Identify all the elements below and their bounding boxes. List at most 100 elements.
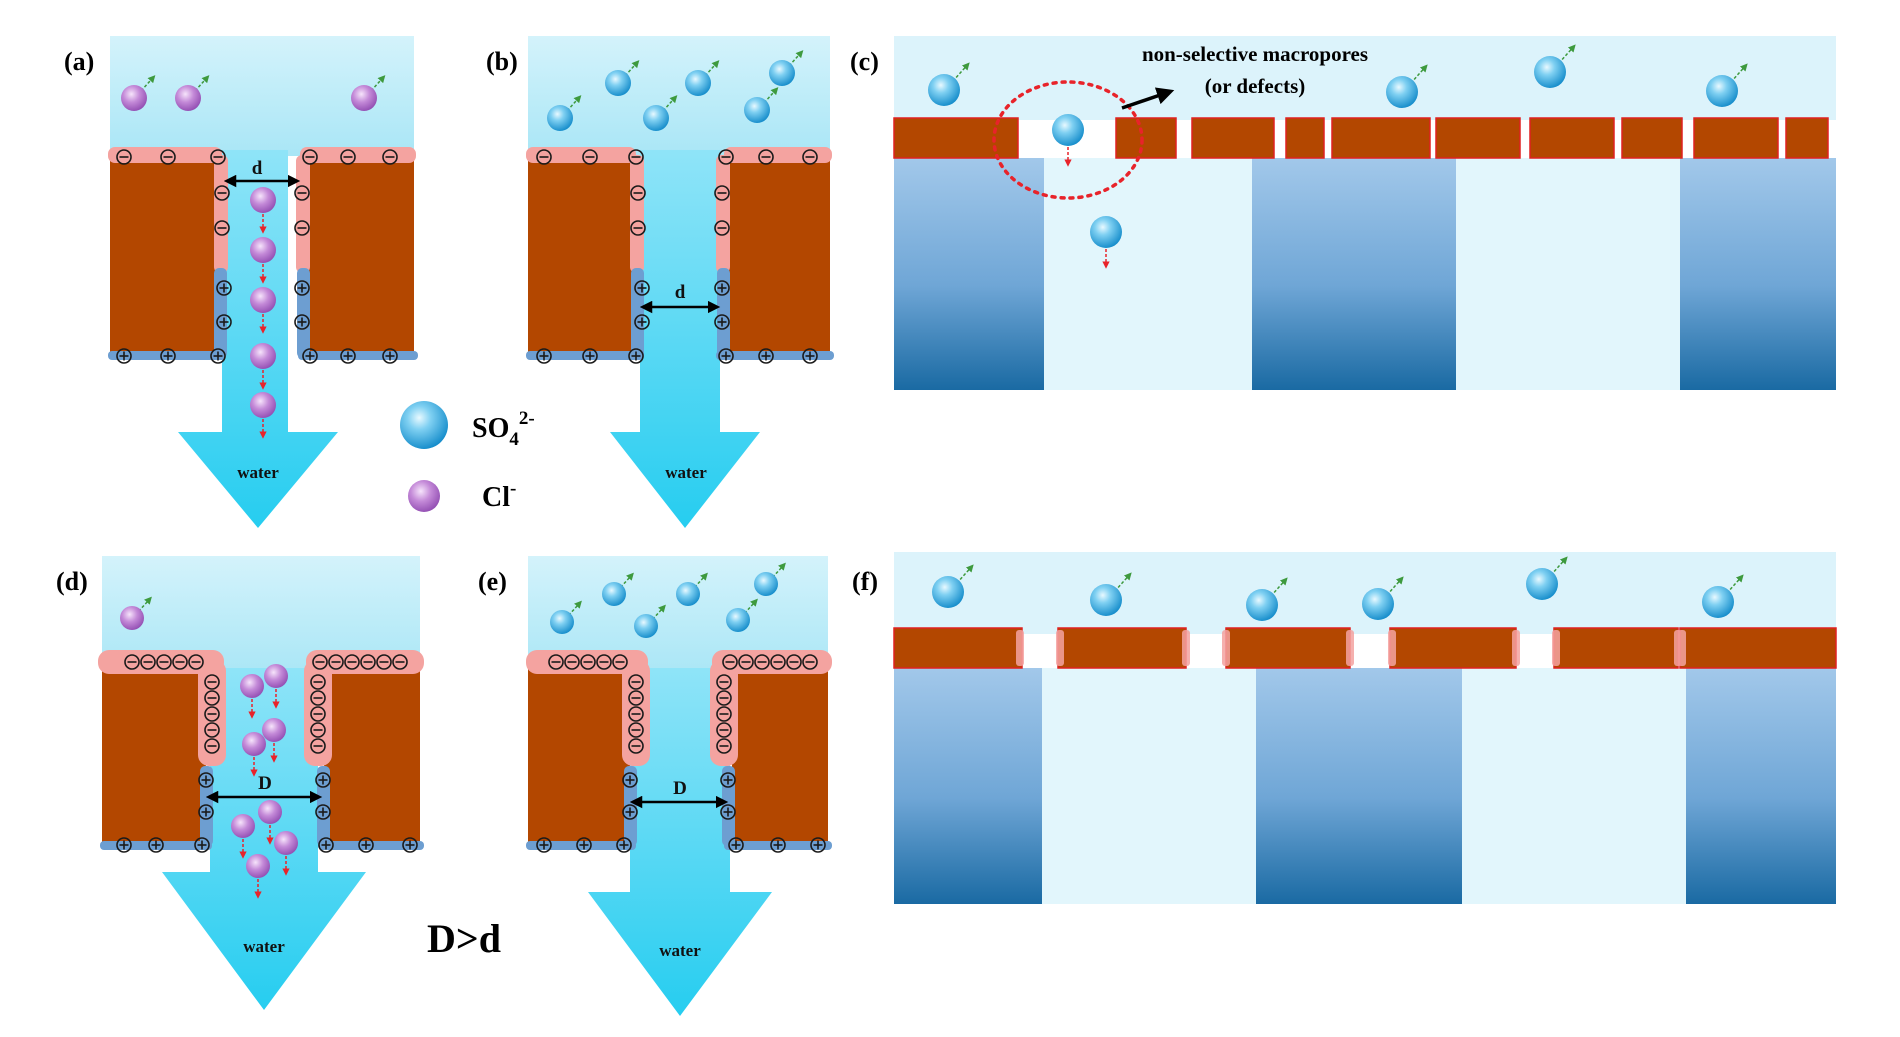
surface-charges [116, 654, 418, 853]
negative-charge-icon [758, 149, 774, 165]
support-pillar [1686, 668, 1836, 904]
negative-charge-icon [582, 149, 598, 165]
sulfate-ion-icon [602, 572, 634, 606]
negative-charge-icon [722, 654, 738, 670]
positive-charge-icon [714, 314, 730, 330]
membrane-left-block [110, 155, 220, 355]
sulfate-ion-icon [1702, 574, 1744, 618]
negative-charge-icon [160, 149, 176, 165]
feed-solution [894, 36, 1836, 120]
chloride-ion-icon [262, 718, 286, 763]
feed-solution [528, 36, 830, 156]
chloride-ion-icon [250, 392, 276, 439]
negative-charge-icon [716, 706, 732, 722]
negative-layer-pore-left [630, 155, 644, 273]
positive-charge-icon [302, 348, 318, 364]
pore-width-label: d [252, 158, 263, 179]
negative-charge-icon [310, 706, 326, 722]
pore-width-indicator: d [223, 158, 301, 188]
comparison-label: D>d [427, 916, 501, 961]
membrane-left-block [102, 660, 206, 846]
sulfate-ion-icon [769, 50, 804, 86]
sulfate-ion-icon [1706, 63, 1748, 107]
sulfate-ion-icon [1246, 577, 1288, 621]
positive-charge-icon [810, 837, 826, 853]
sulfate-ion-icon [1362, 576, 1404, 620]
negative-charge-icon [630, 220, 646, 236]
sulfate-ion-icon [932, 564, 974, 608]
positive-charge-icon [216, 280, 232, 296]
negative-charge-icon [204, 738, 220, 754]
membrane-right-block [732, 660, 828, 846]
negative-layer-pore-right [710, 660, 738, 766]
negative-charge-icon [140, 654, 156, 670]
chloride-legend-label: Cl- [482, 478, 516, 513]
negative-layer-pore-left [622, 660, 650, 766]
selective-layer [893, 627, 1837, 669]
sulfate-legend-icon [400, 401, 448, 449]
negative-charge-icon [310, 674, 326, 690]
negative-charge-icon [716, 674, 732, 690]
pore-edge-shading [1016, 630, 1686, 666]
sulfate-ion-icon [547, 95, 582, 131]
membrane-left-block [528, 155, 634, 355]
panel-label-c: (c) [850, 47, 879, 76]
negative-charge-icon [310, 722, 326, 738]
chloride-ion-icon [250, 343, 276, 390]
panel-c: non-selective macropores (or defects) (c… [850, 36, 1836, 390]
annotation-line-1: non-selective macropores [1142, 42, 1368, 66]
negative-layer-pore-right [304, 660, 332, 766]
chloride-ion-icon [264, 664, 288, 709]
membrane-right-block [726, 155, 830, 355]
membrane-left-block [528, 660, 630, 846]
pore-width-label: d [675, 282, 686, 303]
negative-charge-icon [156, 654, 172, 670]
pore-width-label: D [673, 778, 687, 799]
membrane-right-block [302, 155, 414, 355]
negative-charge-icon [628, 690, 644, 706]
negative-layer-pore-left [214, 155, 228, 273]
positive-charge-icon [720, 772, 736, 788]
negative-charge-icon [188, 654, 204, 670]
positive-charge-icon [294, 280, 310, 296]
positive-charge-icon [198, 804, 214, 820]
surface-charges [536, 149, 818, 364]
sulfate-ion-icon [685, 60, 720, 96]
sulfate-ion-icon [1052, 114, 1084, 167]
chloride-ion-icon [250, 237, 276, 284]
legend: SO42- Cl- [400, 401, 535, 513]
positive-layer-bottom-right [716, 351, 834, 360]
panel-label-e: (e) [478, 567, 507, 596]
chloride-ion-icon [240, 674, 264, 719]
positive-charge-icon [582, 348, 598, 364]
ions [550, 562, 786, 638]
negative-charge-icon [340, 149, 356, 165]
positive-layer-pore-left [631, 268, 644, 358]
negative-charge-icon [382, 149, 398, 165]
negative-charge-icon [628, 738, 644, 754]
surface-charges [536, 654, 826, 853]
pore-width-indicator: D [205, 773, 323, 804]
positive-layer-pore-right [717, 268, 730, 358]
positive-charge-icon [714, 280, 730, 296]
sulfate-ion-icon [634, 604, 666, 638]
positive-charge-icon [718, 348, 734, 364]
chloride-legend-icon [408, 480, 440, 512]
sulfate-ion-icon [643, 95, 678, 131]
negative-charge-icon [204, 706, 220, 722]
panel-e: D water (e) [478, 556, 832, 1016]
negative-charge-icon [204, 690, 220, 706]
panel-f: (f) [852, 552, 1837, 904]
negative-charge-icon [360, 654, 376, 670]
negative-charge-icon [628, 722, 644, 738]
negative-charge-icon [312, 654, 328, 670]
sulfate-ion-icon [754, 562, 786, 596]
negative-charge-icon [392, 654, 408, 670]
positive-charge-icon [628, 348, 644, 364]
panel-d: D water (d) [56, 556, 424, 1010]
sulfate-ion-icon [1090, 572, 1132, 616]
panel-label-d: (d) [56, 567, 88, 596]
negative-charge-icon [564, 654, 580, 670]
chloride-ion-icon [258, 800, 282, 845]
